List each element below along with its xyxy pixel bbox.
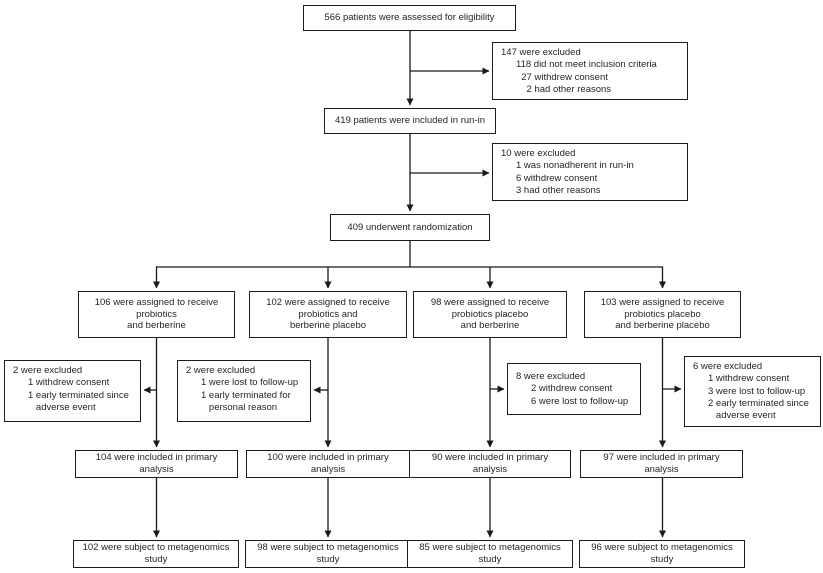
box-arm-2-primary: 100 were included in primary analysis xyxy=(246,450,410,478)
excluded-run-in-title: 10 were excluded xyxy=(501,148,576,159)
box-arm-1-metagenomics: 102 were subject to metagenomics study xyxy=(73,540,239,568)
arm-4-primary-text: 97 were included in primary analysis xyxy=(603,452,720,475)
box-arm-4-excluded: 6 were excluded 1 withdrew consent 3 wer… xyxy=(684,356,821,427)
box-arm-3-metagenomics: 85 were subject to metagenomics study xyxy=(407,540,573,568)
arm-2-metagenomics-text: 98 were subject to metagenomics study xyxy=(257,542,399,565)
box-randomization: 409 underwent randomization xyxy=(330,214,490,241)
excluded-run-in-detail: 6 withdrew consent xyxy=(516,172,598,184)
arm-3-assigned-text: 98 were assigned to receive probiotics p… xyxy=(430,296,550,332)
arm-2-excluded-detail: 1 were lost to follow-up xyxy=(201,377,299,389)
arm-1-assigned-text: 106 were assigned to receive probiotics … xyxy=(94,296,219,332)
box-excluded-run-in: 10 were excluded 1 was nonadherent in ru… xyxy=(492,143,688,201)
arm-2-excluded-title: 2 were excluded xyxy=(186,365,256,376)
arm-4-excluded-detail: adverse event xyxy=(708,410,776,422)
eligibility-text: 566 patients were assessed for eligibili… xyxy=(324,12,495,24)
arm-1-metagenomics-text: 102 were subject to metagenomics study xyxy=(82,542,230,565)
box-arm-2-metagenomics: 98 were subject to metagenomics study xyxy=(245,540,411,568)
box-arm-4-metagenomics: 96 were subject to metagenomics study xyxy=(579,540,745,568)
run-in-text: 419 patients were included in run-in xyxy=(335,115,485,127)
box-run-in: 419 patients were included in run-in xyxy=(324,108,496,134)
box-arm-1-assigned: 106 were assigned to receive probiotics … xyxy=(78,291,235,338)
arm-2-excluded-detail: personal reason xyxy=(201,402,278,414)
excluded-run-in-detail: 3 had other reasons xyxy=(516,185,601,197)
arm-4-metagenomics-text: 96 were subject to metagenomics study xyxy=(591,542,733,565)
arm-3-excluded-detail: 6 were lost to follow-up xyxy=(531,395,629,407)
arm-1-excluded-detail: 1 withdrew consent xyxy=(28,377,110,389)
arm-1-excluded-detail: 1 early terminated since xyxy=(28,389,129,401)
box-eligibility: 566 patients were assessed for eligibili… xyxy=(303,5,516,31)
arm-3-metagenomics-text: 85 were subject to metagenomics study xyxy=(419,542,561,565)
box-arm-3-primary: 90 were included in primary analysis xyxy=(409,450,571,478)
box-arm-2-assigned: 102 were assigned to receive probiotics … xyxy=(249,291,407,338)
box-arm-4-primary: 97 were included in primary analysis xyxy=(580,450,743,478)
box-arm-3-assigned: 98 were assigned to receive probiotics p… xyxy=(413,291,567,338)
arm-2-excluded-detail: 1 early terminated for xyxy=(201,389,291,401)
excluded-screening-title: 147 were excluded xyxy=(501,47,581,58)
randomization-text: 409 underwent randomization xyxy=(347,221,473,233)
box-arm-3-excluded: 8 were excluded 2 withdrew consent 6 wer… xyxy=(507,363,641,415)
box-excluded-screening: 147 were excluded 118 did not meet inclu… xyxy=(492,42,688,100)
arm-4-excluded-detail: 3 were lost to follow-up xyxy=(708,385,806,397)
excluded-run-in-detail: 1 was nonadherent in run-in xyxy=(516,160,634,172)
box-arm-2-excluded: 2 were excluded 1 were lost to follow-up… xyxy=(177,360,311,422)
arm-1-excluded-detail: adverse event xyxy=(28,402,96,414)
arm-3-excluded-detail: 2 withdrew consent xyxy=(531,383,613,395)
arm-4-excluded-title: 6 were excluded xyxy=(693,361,763,372)
box-arm-1-primary: 104 were included in primary analysis xyxy=(75,450,238,478)
arm-2-assigned-text: 102 were assigned to receive probiotics … xyxy=(266,296,390,332)
excluded-screening-detail: 27 withdrew consent xyxy=(516,71,608,83)
excluded-screening-detail: 2 had other reasons xyxy=(516,84,612,96)
arm-3-primary-text: 90 were included in primary analysis xyxy=(431,452,549,475)
excluded-screening-detail: 118 did not meet inclusion criteria xyxy=(516,59,657,71)
arm-1-primary-text: 104 were included in primary analysis xyxy=(95,452,218,475)
arm-4-excluded-detail: 2 early terminated since xyxy=(708,398,809,410)
arm-4-assigned-text: 103 were assigned to receive probiotics … xyxy=(600,296,725,332)
arm-3-excluded-title: 8 were excluded xyxy=(516,371,586,382)
arm-1-excluded-title: 2 were excluded xyxy=(13,365,83,376)
arm-2-primary-text: 100 were included in primary analysis xyxy=(267,452,389,475)
arm-4-excluded-detail: 1 withdrew consent xyxy=(708,373,790,385)
box-arm-1-excluded: 2 were excluded 1 withdrew consent 1 ear… xyxy=(4,360,141,422)
box-arm-4-assigned: 103 were assigned to receive probiotics … xyxy=(584,291,741,338)
